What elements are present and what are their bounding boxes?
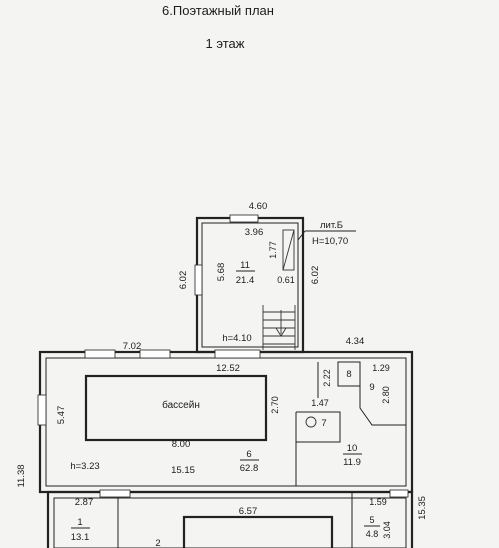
room-1-number: 1 xyxy=(77,517,82,528)
dim-2-22: 2.22 xyxy=(322,369,332,387)
dim-1-29: 1.29 xyxy=(372,363,390,373)
room-11-number: 11 xyxy=(240,260,250,271)
room-8-number: 8 xyxy=(346,369,351,380)
dim-stair-1: 1.77 xyxy=(268,241,278,259)
dim-pool-height: 5.47 xyxy=(56,406,67,425)
room-10-area: 11.9 xyxy=(343,457,361,468)
lower-walls xyxy=(46,489,414,548)
pool-label: бассейн xyxy=(162,399,200,411)
room-11-area: 21.4 xyxy=(236,275,255,286)
dim-overall-height: 11.38 xyxy=(16,464,27,487)
stair xyxy=(262,229,296,350)
plan-title: 6.Поэтажный план xyxy=(162,3,274,18)
liter-label-group: лит.Б Н=10,70 xyxy=(297,220,356,247)
pool xyxy=(84,374,268,442)
height-label: Н=10,70 xyxy=(312,236,348,247)
dim-3-04: 3.04 xyxy=(382,521,392,539)
dim-tower-inner-height: 5.68 xyxy=(216,263,227,282)
room-5-area: 4.8 xyxy=(366,529,379,539)
dim-tower-left: 6.02 xyxy=(178,271,189,290)
dim-hall-width: 12.52 xyxy=(216,363,240,374)
dim-right-ext: 4.34 xyxy=(346,336,365,347)
room-5-number: 5 xyxy=(369,515,374,525)
room-9-number: 9 xyxy=(369,382,374,393)
dim-stair-2: 0.61 xyxy=(277,275,295,285)
dim-top-width: 4.60 xyxy=(249,201,268,212)
floor-label: 1 этаж xyxy=(206,36,245,51)
dim-pool-length: 8.00 xyxy=(172,439,191,450)
room-6-number: 6 xyxy=(246,449,251,460)
utility-rooms xyxy=(295,361,406,486)
room-10-number: 10 xyxy=(347,443,358,454)
room-1-area: 13.1 xyxy=(71,532,90,543)
dim-hall-bottom: 15.15 xyxy=(171,465,195,476)
dim-1-47: 1.47 xyxy=(311,398,329,408)
dim-2-87: 2.87 xyxy=(75,497,94,508)
room-2-number: 2 xyxy=(155,538,160,548)
dim-6-57: 6.57 xyxy=(239,506,258,517)
dim-overall-right: 15.35 xyxy=(417,496,428,520)
dim-tower-inner-width: 3.96 xyxy=(245,227,264,238)
dim-2-80: 2.80 xyxy=(381,386,391,404)
dim-h-tower: h=4.10 xyxy=(222,333,251,344)
room-6-area: 62.8 xyxy=(240,463,259,474)
dim-h-hall: h=3.23 xyxy=(70,461,99,472)
dim-pool-depth-side: 2.70 xyxy=(270,396,280,414)
room-7-number: 7 xyxy=(321,418,326,429)
dimensions: 4.60 3.96 1.77 6.02 5.68 11 21.4 0.61 6.… xyxy=(16,201,428,548)
dim-tower-right: 6.02 xyxy=(310,266,321,285)
dim-1-59: 1.59 xyxy=(369,497,387,507)
liter-label: лит.Б xyxy=(320,220,343,231)
dim-hall-top-left: 7.02 xyxy=(123,341,142,352)
